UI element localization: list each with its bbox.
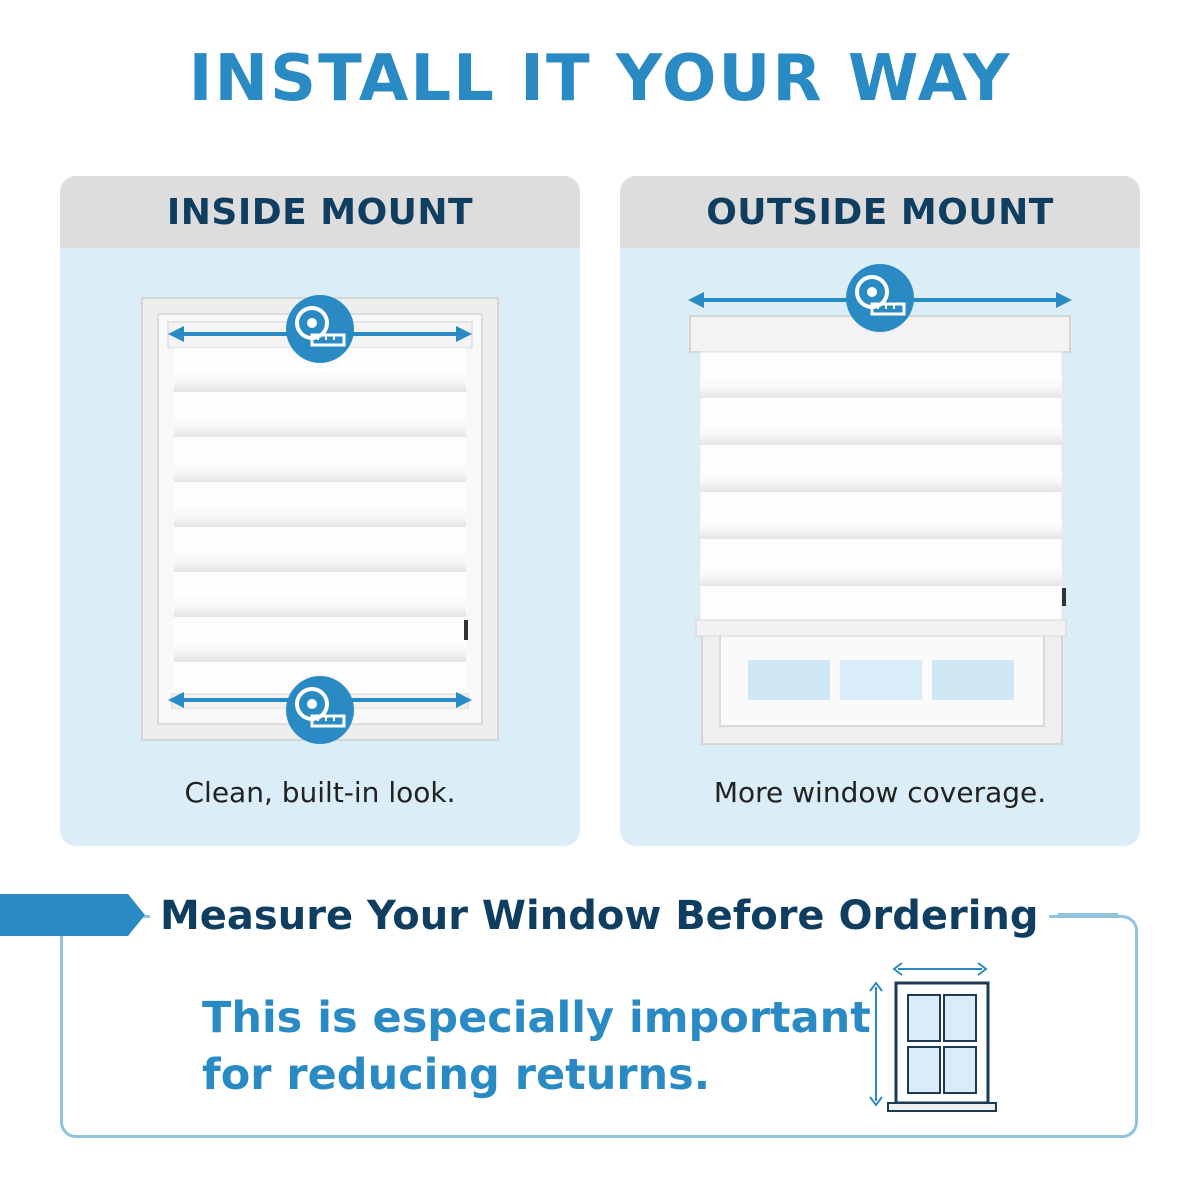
outside-mount-illustration	[688, 264, 1072, 745]
tape-measure-icon	[286, 295, 354, 363]
outside-mount-heading: OUTSIDE MOUNT	[620, 176, 1140, 248]
shade-bottom-rail	[695, 619, 1067, 637]
banner-arrow-tab	[0, 894, 145, 936]
shade-cord	[464, 620, 468, 640]
inside-mount-caption: Clean, built-in look.	[184, 776, 456, 809]
measure-note: This is especially important for reducin…	[202, 990, 871, 1104]
window-panes	[748, 660, 1014, 700]
measure-title-rule	[1058, 913, 1118, 916]
inside-mount-panel: INSIDE MOUNT	[60, 176, 580, 846]
tape-measure-icon	[846, 264, 914, 332]
measure-note-line-2: for reducing returns.	[202, 1050, 711, 1100]
outside-mount-caption: More window coverage.	[713, 776, 1047, 809]
shade-slats	[700, 376, 1062, 586]
inside-mount-heading: INSIDE MOUNT	[60, 176, 580, 248]
window-icon	[869, 962, 997, 1112]
shade-headrail	[689, 315, 1071, 353]
inside-mount-illustration	[141, 295, 499, 744]
measure-title: Measure Your Window Before Ordering	[150, 893, 1049, 939]
outside-mount-panel: OUTSIDE MOUNT	[620, 176, 1140, 846]
page-title: INSTALL IT YOUR WAY	[188, 42, 1012, 116]
measure-note-line-1: This is especially important	[202, 993, 871, 1043]
shade-slats	[174, 368, 466, 662]
tape-measure-icon	[286, 676, 354, 744]
shade-cord	[1062, 588, 1066, 606]
